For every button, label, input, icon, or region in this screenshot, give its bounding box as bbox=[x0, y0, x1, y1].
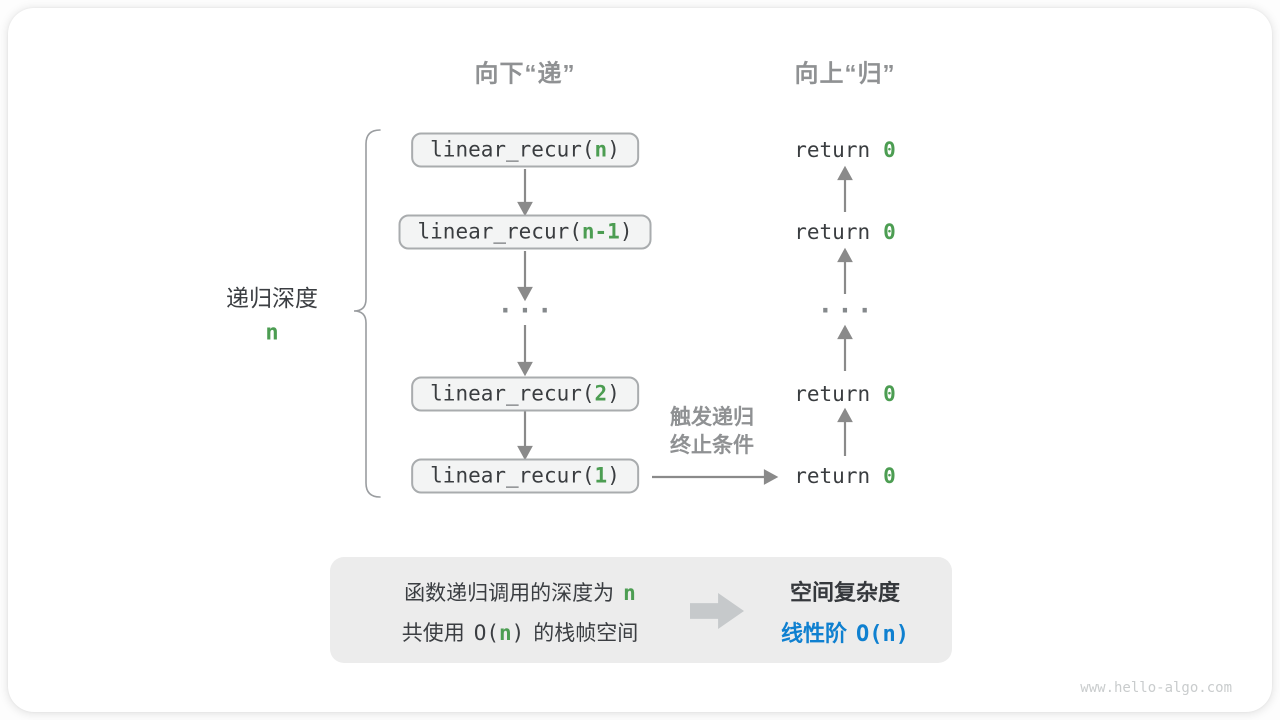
header-ascend: 向上“归” bbox=[794, 60, 896, 88]
return-value: 0 bbox=[883, 382, 896, 406]
return-keyword: return bbox=[794, 382, 871, 406]
call-box-n-1: linear_recur(n-1) bbox=[398, 214, 652, 250]
complexity-result-code: O(n) bbox=[856, 622, 909, 647]
call-box-2: linear_recur(2) bbox=[411, 376, 639, 412]
call-fn: linear_recur( bbox=[430, 381, 595, 406]
call-arg: 1 bbox=[594, 463, 608, 488]
trigger-label-line1: 触发递归 bbox=[670, 406, 754, 429]
return-value: 0 bbox=[883, 138, 896, 162]
stack-ellipsis: ··· bbox=[497, 296, 557, 326]
call-fn: linear_recur( bbox=[430, 463, 595, 488]
call-close: ) bbox=[619, 219, 633, 244]
call-box-1: linear_recur(1) bbox=[411, 458, 639, 494]
depth-value: n bbox=[265, 320, 279, 346]
call-close: ) bbox=[607, 463, 620, 488]
returns-ellipsis: ··· bbox=[817, 296, 877, 326]
return-keyword: return bbox=[794, 138, 871, 162]
big-o-open: O( bbox=[473, 621, 499, 645]
return-stmt-3: return 0 bbox=[794, 382, 896, 406]
return-value: 0 bbox=[883, 220, 896, 244]
call-arg: 2 bbox=[594, 381, 608, 406]
return-stmt-4: return 0 bbox=[794, 464, 896, 488]
call-close: ) bbox=[607, 381, 620, 406]
return-keyword: return bbox=[794, 220, 871, 244]
call-box-n: linear_recur(n) bbox=[411, 132, 639, 168]
summary-panel bbox=[330, 557, 952, 663]
call-close: ) bbox=[607, 137, 620, 162]
depth-label: 递归深度 bbox=[226, 285, 318, 311]
call-arg: n bbox=[594, 137, 608, 162]
summary-line1-value: n bbox=[623, 581, 636, 605]
summary-line1-text: 函数递归调用的深度为 bbox=[404, 582, 615, 605]
return-stmt-2: return 0 bbox=[794, 220, 896, 244]
header-descend: 向下“递” bbox=[474, 60, 576, 88]
summary-line2-text2: 的栈帧空间 bbox=[533, 622, 639, 645]
complexity-result: 线性阶 O(n) bbox=[781, 616, 909, 648]
trigger-label-line2: 终止条件 bbox=[670, 434, 754, 457]
site-watermark: www.hello-algo.com bbox=[1080, 680, 1232, 696]
summary-line2: 共使用 O(n) 的栈帧空间 bbox=[402, 617, 639, 647]
return-value: 0 bbox=[883, 464, 896, 488]
big-o-close: ) bbox=[511, 621, 525, 645]
call-arg: n-1 bbox=[581, 219, 620, 244]
call-fn: linear_recur( bbox=[417, 219, 582, 244]
trigger-label: 触发递归 终止条件 bbox=[670, 404, 754, 460]
return-stmt-1: return 0 bbox=[794, 138, 896, 162]
call-fn: linear_recur( bbox=[430, 137, 595, 162]
complexity-title: 空间复杂度 bbox=[789, 580, 901, 605]
return-keyword: return bbox=[794, 464, 871, 488]
summary-line1: 函数递归调用的深度为 n bbox=[404, 577, 636, 607]
summary-line2-text1: 共使用 bbox=[401, 622, 465, 645]
complexity-result-text: 线性阶 bbox=[781, 621, 848, 646]
big-o-arg: n bbox=[498, 621, 512, 645]
